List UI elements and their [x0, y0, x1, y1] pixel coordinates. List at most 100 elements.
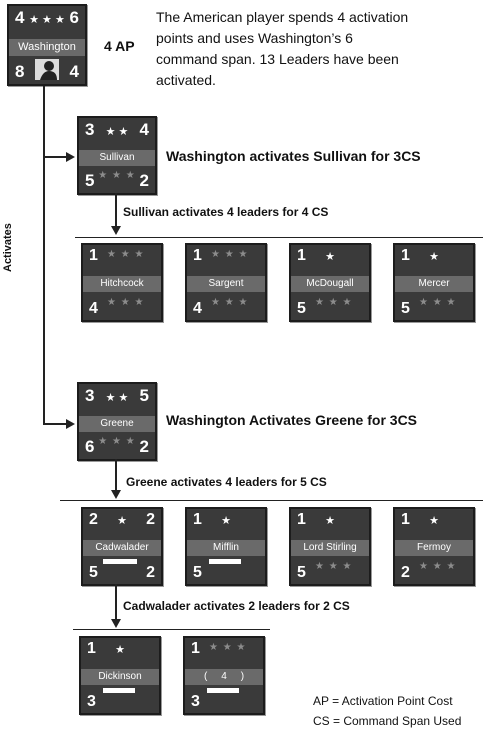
ring-stars: ★ ★ ★ — [99, 297, 145, 308]
leader-initiative: 4 — [89, 300, 98, 317]
sullivan-name: Sullivan — [79, 150, 155, 166]
leader-mcdougall: 1 ★ McDougall ★ ★ ★ 5 — [289, 243, 371, 322]
sullivan-group-caption: Sullivan activates 4 leaders for 4 CS — [123, 205, 329, 219]
legend-cs: CS = Command Span Used — [313, 714, 462, 728]
sullivan-activation-rating: 3 — [85, 120, 95, 139]
leader-lord-stirling: 1 ★ Lord Stirling ★ ★ ★ 5 — [289, 507, 371, 586]
leader-activation-rating: 1 — [191, 640, 200, 657]
cadwalader-down-arrow — [111, 619, 121, 628]
sullivan-group-rule — [75, 237, 483, 238]
leader-name: Fermoy — [395, 540, 473, 556]
greene-counter: 3 ★ ★ 5 Greene ★ ★ ★ 6 2 — [77, 382, 157, 461]
leader-activation-rating: 1 — [401, 247, 410, 264]
rank-stars: ★ ★ ★ — [29, 14, 65, 26]
intro-line-1: The American player spends 4 activation — [156, 9, 409, 25]
leader-initiative: 5 — [193, 564, 202, 581]
leader-initiative: 5 — [89, 564, 98, 581]
cadwalader-group-rule — [73, 629, 270, 630]
main-connector — [43, 86, 45, 424]
leader-name: Dickinson — [81, 669, 159, 685]
arrow-sullivan — [66, 152, 75, 162]
leader-activation-rating: 1 — [297, 247, 306, 264]
greene-down-arrow — [111, 490, 121, 499]
greene-command-span: 5 — [139, 386, 149, 405]
rank-stars: ★ — [117, 515, 127, 527]
rank-stars: ★ ★ — [105, 126, 129, 138]
connector-greene — [43, 423, 67, 425]
leader-name: Sargent — [187, 276, 265, 292]
greene-down — [115, 459, 117, 491]
greene-activation-rating: 3 — [85, 386, 95, 405]
leader-activation-rating: 1 — [87, 640, 96, 657]
paren-close: ) — [240, 671, 245, 682]
leader-command-span: 2 — [146, 511, 155, 528]
leader-initiative: 5 — [297, 564, 306, 581]
ring-stars: ★ ★ ★ — [307, 297, 353, 308]
washington-rating: 4 — [69, 62, 79, 81]
sullivan-caption: Washington activates Sullivan for 3CS — [166, 148, 421, 164]
leader-activation-rating: 1 — [297, 511, 306, 528]
greene-rating: 2 — [139, 437, 149, 456]
sullivan-command-span: 4 — [139, 120, 149, 139]
washington-portrait — [35, 59, 59, 80]
leader-unnamed: 1 ★ ★ ★ ( 4 ) 3 — [183, 636, 265, 715]
legend-ap: AP = Activation Point Cost — [313, 694, 453, 708]
rank-star: ★ — [429, 251, 439, 263]
leader-name: Mifflin — [187, 540, 265, 556]
ring-stars: ★ ★ ★ — [98, 436, 136, 447]
activated-marker — [103, 688, 135, 693]
sullivan-down-arrow — [111, 226, 121, 235]
leader-hitchcock: 1 ★ ★ ★ Hitchcock ★ ★ ★ 4 — [81, 243, 163, 322]
rank-stars: ★ ★ — [105, 392, 129, 404]
leader-dickinson: 1 ★ Dickinson 3 — [79, 636, 161, 715]
washington-counter: 4 ★ ★ ★ 6 Washington 8 4 — [7, 4, 87, 86]
greene-group-caption: Greene activates 4 leaders for 5 CS — [126, 475, 327, 489]
leader-activation-rating: 2 — [89, 511, 98, 528]
leader-initiative: 3 — [191, 693, 200, 710]
portrait-icon — [40, 61, 57, 80]
leader-initiative: 3 — [87, 693, 96, 710]
activated-marker — [103, 559, 137, 564]
leader-initiative: 4 — [193, 300, 202, 317]
ring-stars: ★ ★ ★ — [203, 297, 249, 308]
rank-star: ★ — [325, 251, 335, 263]
leader-initiative: 5 — [297, 300, 306, 317]
cadwalader-down — [115, 584, 117, 620]
leader-name: Mercer — [395, 276, 473, 292]
leader-name: Lord Stirling — [291, 540, 369, 556]
ring-stars: ★ ★ ★ — [98, 170, 136, 181]
leader-mercer: 1 ★ Mercer ★ ★ ★ 5 — [393, 243, 475, 322]
activated-marker — [207, 688, 239, 693]
ring-stars: ★ ★ ★ — [411, 297, 457, 308]
intro-line-4: activated. — [156, 72, 216, 88]
arrow-greene — [66, 419, 75, 429]
leader-cadwalader: 2 ★ 2 Cadwalader 5 2 — [81, 507, 163, 586]
leader-name: Cadwalader — [83, 540, 161, 556]
washington-activation-rating: 4 — [15, 8, 25, 27]
intro-line-3: command span. 13 Leaders have been — [156, 51, 399, 67]
washington-initiative: 8 — [15, 62, 25, 81]
leader-fermoy: 1 ★ Fermoy ★ ★ ★ 2 — [393, 507, 475, 586]
washington-name: Washington — [9, 39, 85, 56]
leader-mifflin: 1 ★ Mifflin 5 — [185, 507, 267, 586]
rank-star: ★ — [221, 515, 231, 527]
leader-activation-rating: 1 — [401, 511, 410, 528]
ring-stars: ★ ★ ★ — [307, 561, 353, 572]
intro-line-2: points and uses Washington’s 6 — [156, 30, 353, 46]
rank-star: ★ — [429, 515, 439, 527]
ring-stars: ★ ★ ★ — [201, 642, 247, 653]
leader-initiative: 5 — [401, 300, 410, 317]
ring-stars: ★ ★ ★ — [203, 249, 249, 260]
rank-star: ★ — [115, 644, 125, 656]
sullivan-counter: 3 ★ ★ 4 Sullivan ★ ★ ★ 5 2 — [77, 116, 157, 195]
washington-command-span: 6 — [69, 8, 79, 27]
greene-caption: Washington Activates Greene for 3CS — [166, 412, 418, 428]
activates-label: Activates — [2, 223, 14, 272]
cadwalader-group-caption: Cadwalader activates 2 leaders for 2 CS — [123, 599, 350, 613]
leader-activation-rating: 1 — [89, 247, 98, 264]
ap-label: 4 AP — [104, 38, 135, 54]
leader-name: 4 — [221, 671, 227, 682]
rank-star: ★ — [325, 515, 335, 527]
sullivan-down — [115, 193, 117, 227]
leader-initiative: 2 — [401, 564, 410, 581]
